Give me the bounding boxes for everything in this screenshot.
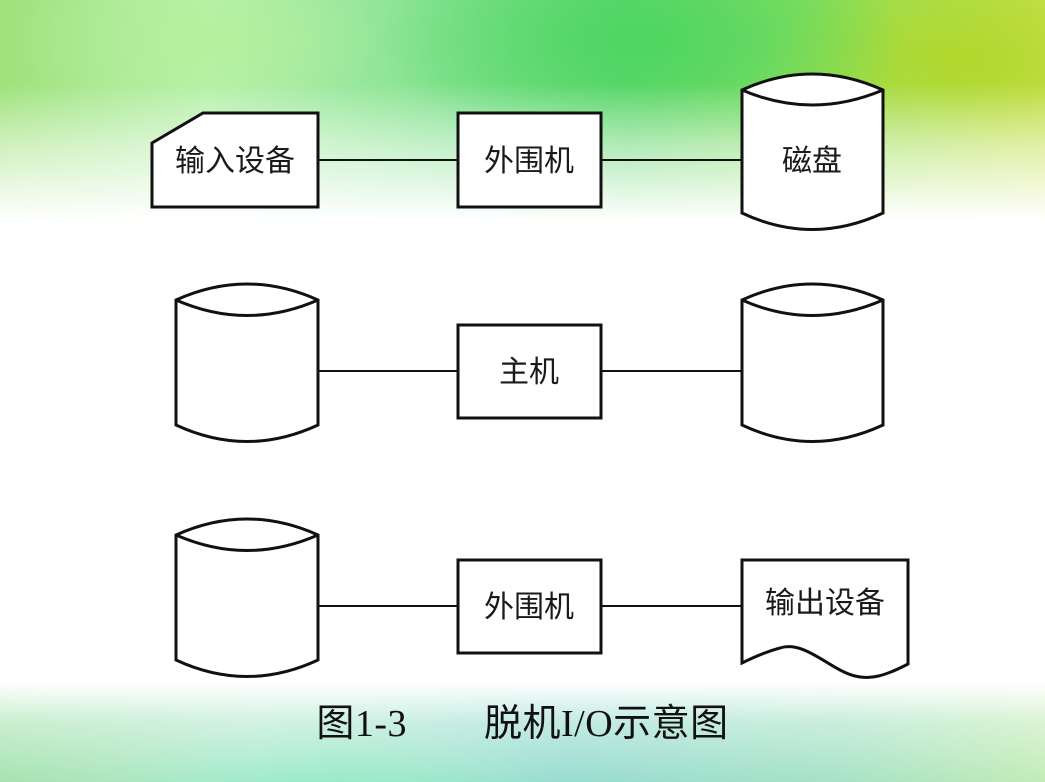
input-device-label: 输入设备: [175, 144, 295, 179]
figure-caption: 图1-3 脱机I/O示意图: [316, 703, 729, 745]
rectangle-shape: [456, 323, 603, 420]
disk-shape: [174, 282, 320, 443]
card-shape: [150, 111, 320, 209]
disk-node-1: 磁盘: [740, 72, 885, 231]
peripheral-node-1: 外围机: [456, 111, 603, 209]
output-device-node: 输出设备: [740, 558, 910, 679]
disk-top-rim: [175, 298, 319, 317]
host-label: 主机: [499, 355, 559, 390]
disk-shape: [740, 72, 885, 231]
document-shape: [740, 558, 910, 679]
disk-shape: [174, 517, 320, 678]
peripheral-node-2: 外围机: [456, 558, 603, 655]
host-node: 主机: [456, 323, 603, 420]
rectangle-shape: [456, 111, 603, 209]
disk-top-rim: [175, 533, 319, 552]
rectangle-shape: [456, 558, 603, 655]
disk-shape: [740, 282, 885, 443]
input-device-node: 输入设备: [150, 111, 320, 209]
disk-node-2: [174, 282, 320, 443]
peripheral-1-label: 外围机: [484, 144, 574, 179]
disk-node-3: [740, 282, 885, 443]
disk-top-rim: [741, 298, 884, 317]
disk-top-rim: [741, 88, 884, 107]
disk-1-label: 磁盘: [782, 144, 842, 179]
output-device-label: 输出设备: [765, 586, 885, 621]
disk-node-4: [174, 517, 320, 678]
background-gradient-bottom: [0, 682, 1045, 782]
peripheral-2-label: 外围机: [484, 590, 574, 625]
